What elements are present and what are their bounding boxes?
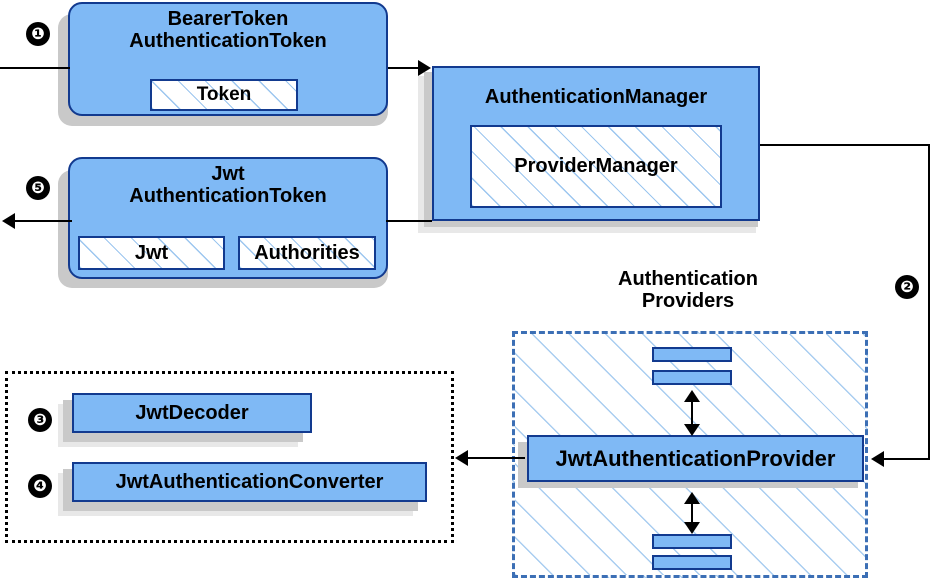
arrow-provider-stub-bottom-down bbox=[684, 522, 700, 534]
jwt-decoder-box[interactable]: JwtDecoder bbox=[72, 393, 312, 433]
bearer-token-title: BearerToken AuthenticationToken bbox=[129, 8, 327, 53]
provider-stub-bottom-2 bbox=[652, 555, 732, 570]
connector-provider-stub-bottom bbox=[691, 500, 693, 524]
connector-step1-inbound bbox=[0, 67, 70, 69]
step-marker-3: ❸ bbox=[28, 408, 52, 432]
arrow-provider-stub-bottom-up bbox=[684, 492, 700, 504]
authentication-providers-caption: Authentication Providers bbox=[618, 268, 758, 313]
connector-step2-h-bottom bbox=[884, 458, 930, 460]
step-marker-4: ❹ bbox=[28, 474, 52, 498]
arrow-token-to-manager bbox=[418, 60, 431, 76]
step-marker-5: ❺ bbox=[26, 176, 50, 200]
connector-provider-stub-top bbox=[691, 398, 693, 426]
arrow-provider-stub-top-down bbox=[684, 424, 700, 436]
jwt-decoder-label: JwtDecoder bbox=[135, 401, 249, 424]
connector-step5-outbound bbox=[14, 220, 72, 222]
connector-manager-to-jwt-token bbox=[386, 220, 432, 222]
provider-manager-box: ProviderManager bbox=[470, 125, 722, 208]
authentication-manager-title: AuthenticationManager bbox=[484, 86, 708, 108]
arrow-step5-outbound bbox=[2, 213, 15, 229]
jwt-authentication-converter-box[interactable]: JwtAuthenticationConverter bbox=[72, 462, 427, 502]
arrow-provider-to-support bbox=[455, 450, 468, 466]
connector-token-to-manager bbox=[388, 67, 422, 69]
bearer-token-field-token: Token bbox=[150, 79, 298, 111]
provider-stub-top-1 bbox=[652, 347, 732, 362]
jwt-token-field-authorities: Authorities bbox=[238, 236, 376, 270]
bearer-token-field-label: Token bbox=[196, 84, 252, 105]
support-components-group bbox=[5, 371, 454, 543]
jwt-token-field-jwt-label: Jwt bbox=[134, 241, 169, 264]
jwt-authentication-provider-label: JwtAuthenticationProvider bbox=[555, 445, 836, 471]
arrow-provider-stub-top-up bbox=[684, 390, 700, 402]
provider-stub-top-2 bbox=[652, 370, 732, 385]
jwt-token-field-jwt: Jwt bbox=[78, 236, 225, 270]
provider-manager-label: ProviderManager bbox=[514, 155, 678, 177]
provider-stub-bottom-1 bbox=[652, 534, 732, 549]
step-marker-2: ❷ bbox=[895, 275, 919, 299]
connector-provider-to-support bbox=[467, 457, 525, 459]
jwt-authentication-token-title: Jwt AuthenticationToken bbox=[129, 163, 327, 208]
connector-step2-v bbox=[928, 144, 930, 460]
jwt-authentication-provider-box[interactable]: JwtAuthenticationProvider bbox=[527, 435, 864, 482]
jwt-token-field-authorities-label: Authorities bbox=[254, 241, 360, 264]
jwt-authentication-converter-label: JwtAuthenticationConverter bbox=[115, 470, 384, 493]
connector-step2-h-top bbox=[760, 144, 930, 146]
step-marker-1: ❶ bbox=[26, 22, 50, 46]
arrow-step2-into-provider bbox=[871, 451, 884, 467]
